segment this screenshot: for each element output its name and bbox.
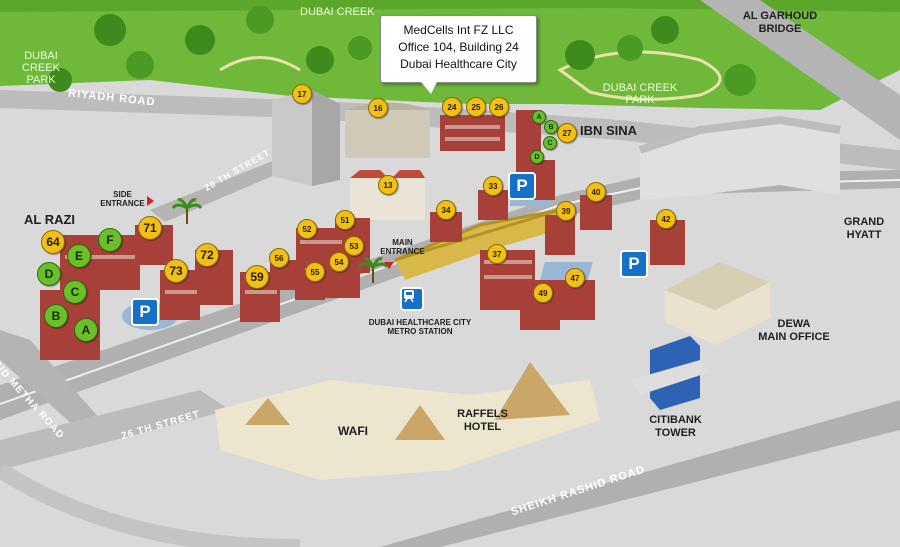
loop-road [0, 463, 301, 547]
location-callout: MedCells Int FZ LLC Office 104, Building… [380, 15, 537, 94]
cluster-pin-f-razi[interactable]: F [98, 228, 122, 252]
building-pin-54[interactable]: 54 [329, 252, 349, 272]
label-grand-hyatt: GRAND HYATT [843, 216, 885, 241]
building-pin-52[interactable]: 52 [297, 219, 317, 239]
label-wafi: WAFI [338, 424, 368, 438]
ibn-sina-building [638, 115, 841, 200]
wafi-complex [215, 362, 600, 480]
building-pin-51[interactable]: 51 [335, 210, 355, 230]
cluster-pin-a-razi[interactable]: A [74, 318, 98, 342]
callout-city: Dubai Healthcare City [400, 57, 517, 71]
cluster-pin-b-ibnsina[interactable]: B [544, 120, 558, 134]
building-pin-25[interactable]: 25 [466, 97, 486, 117]
building-pin-49[interactable]: 49 [533, 283, 553, 303]
building-pin-73[interactable]: 73 [164, 259, 188, 283]
building-pin-37[interactable]: 37 [487, 244, 507, 264]
building-pin-47[interactable]: 47 [565, 268, 585, 288]
building-pin-59[interactable]: 59 [245, 265, 269, 289]
building-pin-71[interactable]: 71 [138, 216, 162, 240]
callout-company: MedCells Int FZ LLC [403, 23, 514, 37]
building-pin-26[interactable]: 26 [489, 97, 509, 117]
park-path [557, 50, 722, 101]
building-16 [345, 102, 430, 158]
label-ibn-sina: IBN SINA [580, 123, 638, 138]
creek-edge [0, 0, 900, 12]
building-pin-33[interactable]: 33 [483, 176, 503, 196]
bridge-road [700, 0, 900, 140]
side-entrance-arrow-icon [147, 196, 154, 206]
main-entrance-arrow-icon [384, 262, 394, 269]
cluster-pin-c-ibnsina[interactable]: C [543, 136, 557, 150]
label-park-left: DUBAI CREEK PARK [22, 50, 60, 86]
building-pin-13[interactable]: 13 [378, 175, 398, 195]
dewa-building [665, 262, 770, 345]
sheikh-rashid-road [380, 400, 900, 547]
building-pin-40[interactable]: 40 [586, 182, 606, 202]
label-side-entrance: SIDE ENTRANCE [100, 190, 145, 208]
building-pin-53[interactable]: 53 [344, 236, 364, 256]
metro-station-structure [394, 208, 575, 280]
metro-icon[interactable] [400, 287, 424, 311]
label-metro-station: DUBAI HEALTHCARE CITY METRO STATION [368, 318, 472, 336]
brick-building-windows [65, 125, 532, 294]
label-raffels: RAFFELS HOTEL [457, 408, 508, 433]
street-26 [0, 390, 230, 470]
building-pin-72[interactable]: 72 [195, 243, 219, 267]
label-al-razi: AL RAZI [24, 212, 76, 227]
building-pin-27[interactable]: 27 [557, 123, 577, 143]
citibank-building [630, 336, 710, 410]
parking-icon[interactable]: P [508, 172, 536, 200]
label-garhoud-bridge: AL GARHOUD BRIDGE [742, 10, 818, 35]
parking-icon[interactable]: P [131, 298, 159, 326]
building-pin-24[interactable]: 24 [442, 97, 462, 117]
cluster-pin-a-ibnsina[interactable]: A [532, 110, 546, 124]
park-path [219, 56, 301, 72]
building-pin-39[interactable]: 39 [556, 201, 576, 221]
label-dewa: DEWA MAIN OFFICE [758, 318, 830, 343]
train-icon [404, 290, 414, 303]
label-citibank: CITIBANK TOWER [649, 414, 702, 439]
palm-tree-icon [358, 257, 388, 283]
building-pin-17[interactable]: 17 [292, 84, 312, 104]
building-pin-42[interactable]: 42 [656, 209, 676, 229]
building-pin-64[interactable]: 64 [41, 230, 65, 254]
label-main-entrance: MAIN ENTRANCE [380, 238, 425, 256]
label-dubai-creek: DUBAI CREEK [300, 6, 375, 18]
oud-metha-road [0, 330, 110, 440]
building-pin-55[interactable]: 55 [305, 262, 325, 282]
cluster-pin-b-razi[interactable]: B [44, 304, 68, 328]
building-pin-56[interactable]: 56 [269, 248, 289, 268]
cluster-pin-c-razi[interactable]: C [63, 280, 87, 304]
palm-tree-icon [172, 198, 202, 224]
parking-icon[interactable]: P [620, 250, 648, 278]
cluster-pin-d-ibnsina[interactable]: D [530, 150, 544, 164]
label-park-right: DUBAI CREEK PARK [602, 82, 678, 106]
callout-office: Office 104, Building 24 [398, 40, 519, 54]
building-pin-34[interactable]: 34 [436, 200, 456, 220]
cluster-pin-e-razi[interactable]: E [67, 244, 91, 268]
building-17 [272, 90, 340, 186]
cluster-pin-d-razi[interactable]: D [37, 262, 61, 286]
building-pin-16[interactable]: 16 [368, 98, 388, 118]
riyadh-road [0, 90, 900, 170]
